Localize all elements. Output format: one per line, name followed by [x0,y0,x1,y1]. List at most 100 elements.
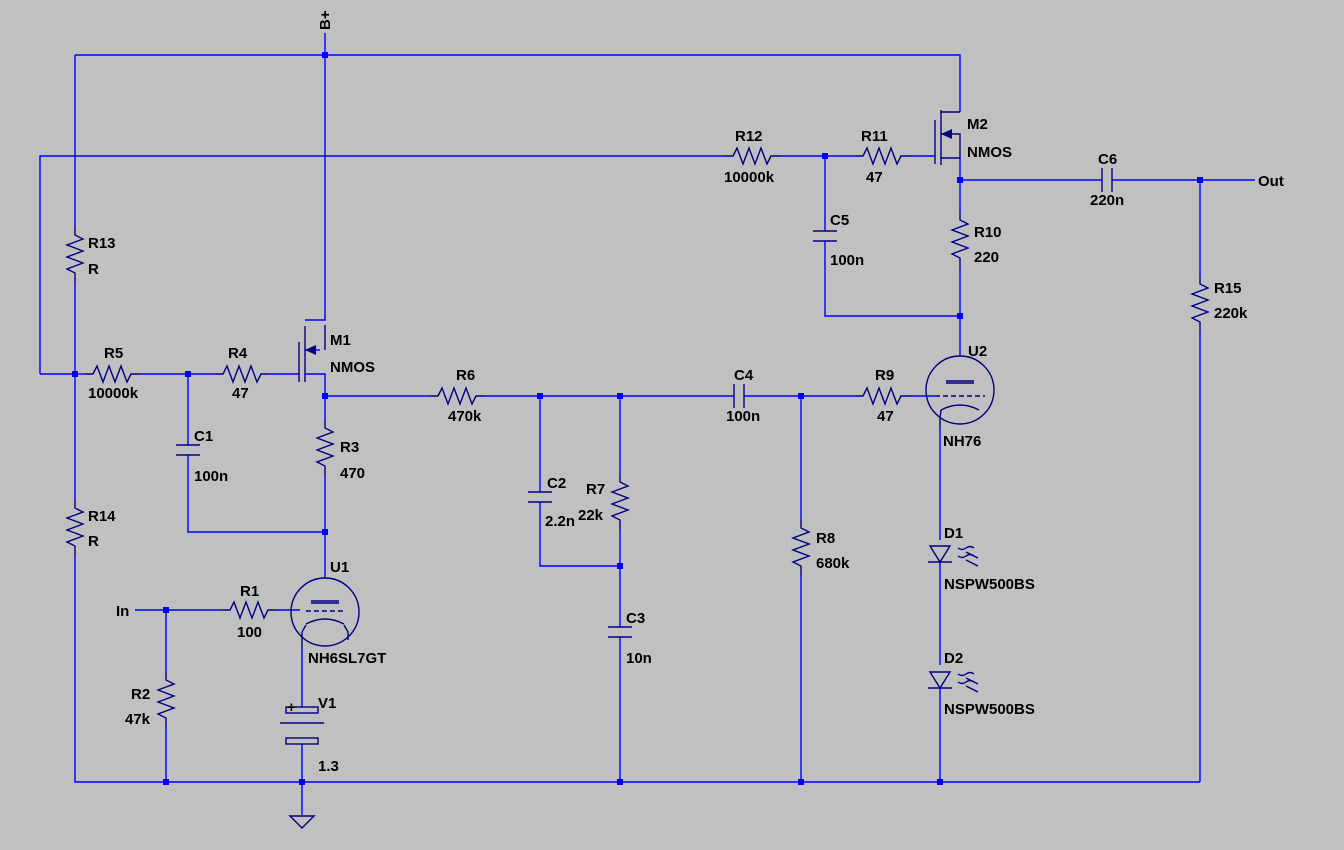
m2-ref: M2 [967,116,988,133]
r13-value: R [88,261,99,278]
resistor-r11: R11 47 [855,128,911,186]
r13-ref: R13 [88,235,116,252]
junction-bplus [322,52,328,58]
r14-ref: R14 [88,508,116,525]
junctions [72,52,1203,785]
d1-value: NSPW500BS [944,576,1035,593]
r2-value: 47k [125,711,151,728]
v1-ref: V1 [318,695,336,712]
m2-value: NMOS [967,144,1012,161]
junction-u2-plate [957,313,963,319]
m1-ref: M1 [330,332,351,349]
c3-value: 10n [626,650,652,667]
battery-v1: + V1 1.3 [280,695,339,775]
r4-ref: R4 [228,345,248,362]
junction-r7-bottom [617,563,623,569]
junction-gnd-r2 [163,779,169,785]
c5-ref: C5 [830,212,849,229]
r9-value: 47 [877,408,894,425]
c4-value: 100n [726,408,760,425]
u2-ref: U2 [968,343,987,360]
ground-symbol [288,815,316,829]
d2-value: NSPW500BS [944,701,1035,718]
c2-value: 2.2n [545,513,575,530]
capacitor-c5: C5 100n [813,212,864,269]
tube-u1: U1 NH6SL7GT [290,559,386,667]
r15-ref: R15 [1214,280,1242,297]
r10-value: 220 [974,249,999,266]
d2-ref: D2 [944,650,963,667]
r9-ref: R9 [875,367,894,384]
c5-value: 100n [830,252,864,269]
r10-ref: R10 [974,224,1002,241]
capacitor-c2: C2 2.2n [528,475,575,530]
junction-m2-source [957,177,963,183]
diode-d1: D1 NSPW500BS [928,525,1035,593]
mosfet-m2: M2 NMOS [934,110,1012,165]
r7-value: 22k [578,507,604,524]
resistor-r3: R3 470 [315,420,365,482]
junction-r8-top [798,393,804,399]
v1-value: 1.3 [318,758,339,775]
c2-ref: C2 [547,475,566,492]
c3-ref: C3 [626,610,645,627]
resistor-r2: R2 47k [125,672,176,728]
d1-ref: D1 [944,525,963,542]
r8-ref: R8 [816,530,835,547]
junction-gnd-v1 [299,779,305,785]
resistor-r5: R5 10000k [85,345,141,402]
r4-value: 47 [232,385,249,402]
capacitor-c6: C6 220n [1090,151,1124,209]
u2-value: NH76 [943,433,981,450]
junction-u1-plate [322,529,328,535]
resistor-r15: R15 220k [1190,276,1248,332]
r1-value: 100 [237,624,262,641]
junction-c2-top [537,393,543,399]
r14-value: R [88,533,99,550]
resistor-r10: R10 220 [950,212,1002,268]
capacitor-c1: C1 100n [176,428,228,485]
junction-m1-source [322,393,328,399]
r15-value: 220k [1214,305,1248,322]
u1-ref: U1 [330,559,349,576]
resistor-r1: R1 100 [222,583,278,641]
c1-value: 100n [194,468,228,485]
net-label-bplus: B+ [317,10,334,30]
c6-ref: C6 [1098,151,1117,168]
r3-value: 470 [340,465,365,482]
resistor-r8: R8 680k [791,520,850,576]
r6-ref: R6 [456,367,475,384]
resistor-r14: R14 R [65,500,116,556]
c1-ref: C1 [194,428,213,445]
r11-ref: R11 [861,128,888,145]
r11-value: 47 [866,169,883,186]
r7-ref: R7 [586,481,605,498]
r8-value: 680k [816,555,850,572]
junction-c1-top [185,371,191,377]
mosfet-m1: M1 NMOS [298,325,375,382]
net-label-output: Out [1258,173,1284,190]
resistor-r4: R4 47 [215,345,269,402]
r1-ref: R1 [240,583,259,600]
capacitor-c3: C3 10n [608,610,652,667]
v1-polarity: + [287,699,296,716]
junction-input [163,607,169,613]
junction-gnd-c3 [617,779,623,785]
wires [39,33,1255,815]
resistor-r6: R6 470k [430,367,486,425]
junction-gnd-d2 [937,779,943,785]
junction-gnd-r8 [798,779,804,785]
resistor-r7: R7 22k [578,474,630,530]
r3-ref: R3 [340,439,359,456]
r2-ref: R2 [131,686,150,703]
r6-value: 470k [448,408,482,425]
junction-c5-top [822,153,828,159]
resistor-r9: R9 47 [855,367,911,425]
c4-ref: C4 [734,367,754,384]
net-label-input: In [116,603,129,620]
junction-r7-top [617,393,623,399]
c6-value: 220n [1090,192,1124,209]
r12-value: 10000k [724,169,775,186]
junction-r5-left [72,371,78,377]
